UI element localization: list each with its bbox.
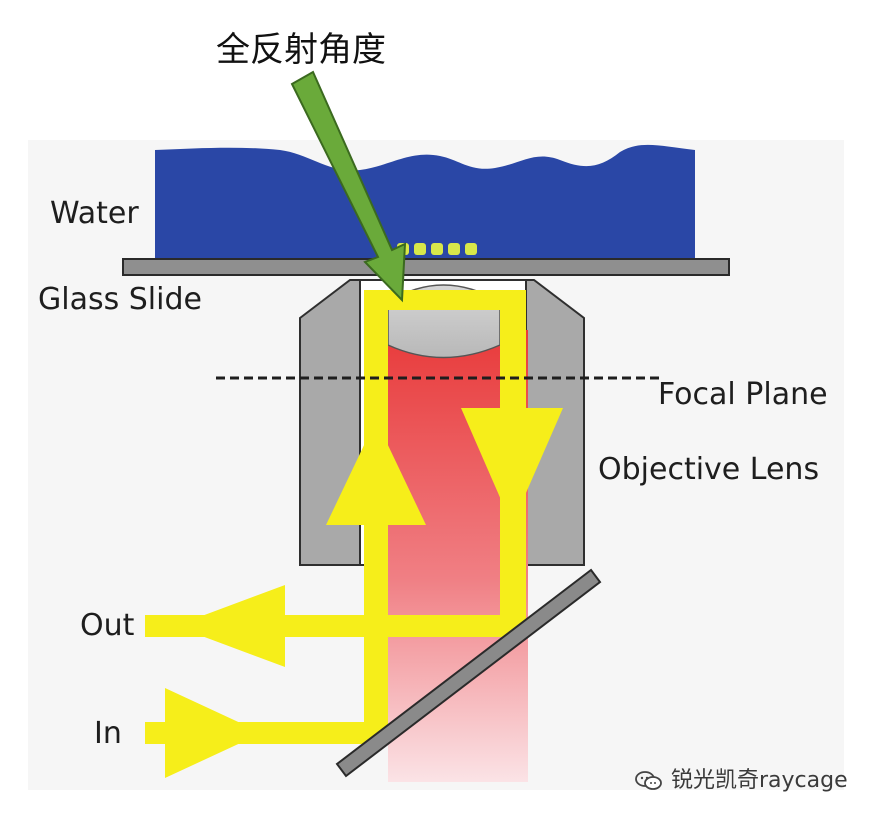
out-label: Out	[80, 608, 135, 643]
water-label: Water	[50, 196, 139, 231]
glass-slide	[122, 258, 730, 276]
green-pointer-arrow	[290, 70, 407, 303]
objective-lens-label: Objective Lens	[598, 452, 820, 487]
fluorophore-dot	[465, 243, 477, 255]
down-arrow	[461, 408, 563, 525]
watermark: 锐光凯奇raycage	[634, 762, 848, 794]
fluorophore-dot	[414, 243, 426, 255]
glass-slide-label: Glass Slide	[38, 282, 202, 317]
water-body	[155, 144, 695, 262]
watermark-text: 锐光凯奇raycage	[671, 768, 848, 793]
wechat-icon	[634, 770, 664, 792]
focal-plane-label: Focal Plane	[658, 377, 828, 412]
out-arrow	[175, 585, 285, 667]
annotation-title: 全反射角度	[216, 30, 386, 70]
fluorophore-dot	[431, 243, 443, 255]
dichroic-mirror	[335, 568, 602, 778]
beam-top	[364, 290, 526, 310]
in-arrow	[165, 688, 262, 778]
in-label: In	[94, 716, 122, 751]
up-arrow	[326, 420, 426, 525]
fluorophore-dot	[448, 243, 460, 255]
